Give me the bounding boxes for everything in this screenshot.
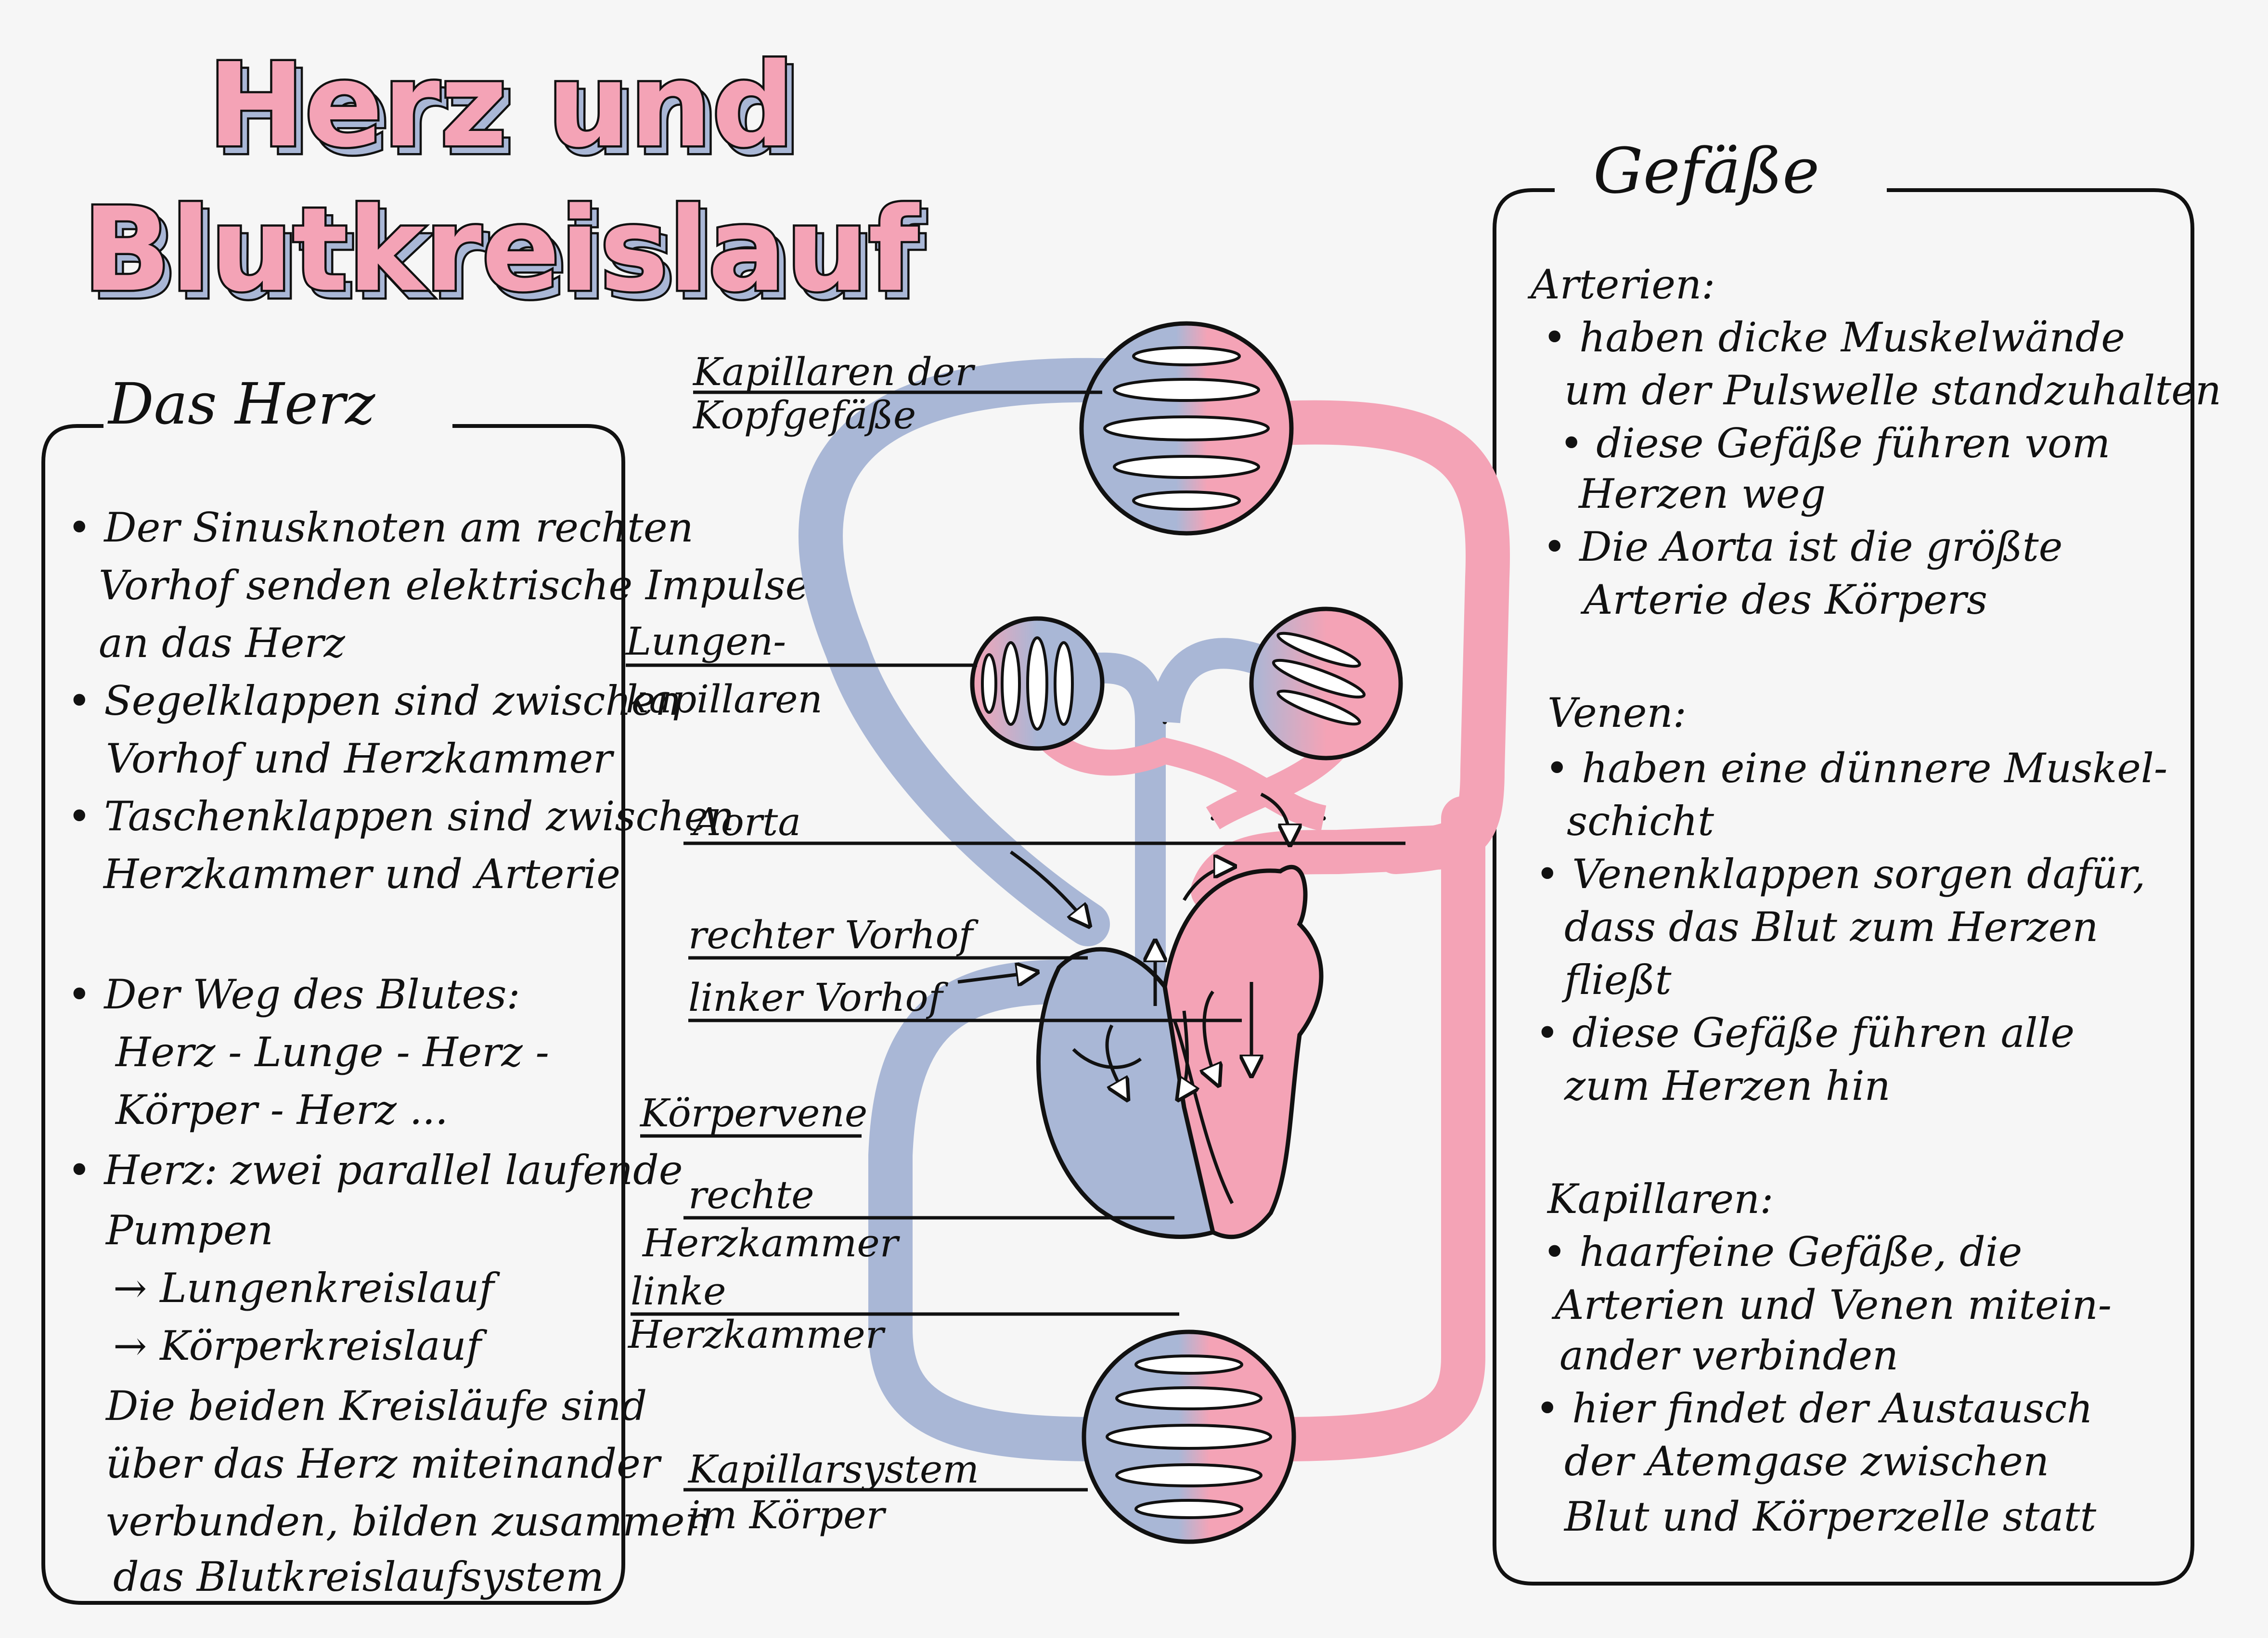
heart-left-side xyxy=(1162,865,1324,1239)
herz-line: Vorhof und Herzkammer xyxy=(106,735,615,782)
gefaesse-line: Arterien: xyxy=(1527,261,1715,308)
body-capillaries xyxy=(1082,1329,1296,1544)
gefaesse-line: Blut und Körperzelle statt xyxy=(1563,1493,2096,1540)
label-leaders xyxy=(626,390,1405,1492)
gefaesse-line: • haben eine dünnere Muskel- xyxy=(1545,745,2167,792)
label-koerpervene: Körpervene xyxy=(639,1091,867,1135)
label-kapillaren-kopf: Kapillaren der xyxy=(692,349,976,394)
herz-line: → Körperkreislauf xyxy=(113,1322,488,1369)
page-title: Herz und Herz und Blutkreislauf Blutkrei… xyxy=(81,36,929,327)
gefaesse-line: Kapillaren: xyxy=(1546,1175,1774,1223)
pulmonary-vessels xyxy=(1023,638,1359,994)
gefaesse-panel-frame xyxy=(1493,188,2194,1586)
gefaesse-panel-text: Arterien: • haben dicke Muskelwände um d… xyxy=(1527,261,2221,1540)
herz-panel-text: • Der Sinusknoten am rechten Vorhof send… xyxy=(67,504,809,1600)
gefaesse-panel: Gefäße Arterien: • haben dicke Muskelwän… xyxy=(1493,134,2221,1586)
lung-capillaries-right xyxy=(1249,606,1403,761)
gefaesse-line: dass das Blut zum Herzen xyxy=(1564,903,2098,951)
label-kapillarsystem: Kapillarsystem xyxy=(687,1447,979,1492)
gefaesse-line: • Die Aorta ist die größte xyxy=(1543,523,2062,570)
herz-line: • Taschenklappen sind zwischen xyxy=(67,793,734,840)
label-aorta: Aorta xyxy=(690,800,801,844)
gefaesse-line: ander verbinden xyxy=(1559,1332,1898,1379)
herz-line: Vorhof senden elektrische Impulse xyxy=(99,562,809,609)
gefaesse-line: Herzen weg xyxy=(1578,470,1826,517)
vein-loop xyxy=(799,358,1124,1461)
head-capillaries xyxy=(1079,321,1294,536)
herz-line: • Herz: zwei parallel laufende xyxy=(67,1147,683,1194)
herz-line: Die beiden Kreisläufe sind xyxy=(105,1382,647,1430)
label-lungenkapillaren: kapillaren xyxy=(626,677,823,722)
label-linke-herzkammer: linke xyxy=(631,1269,726,1314)
title-line1-shadow: Herz und xyxy=(215,46,801,181)
label-kapillarsystem: im Körper xyxy=(688,1493,887,1537)
herz-line: → Lungenkreislauf xyxy=(113,1264,500,1312)
gefaesse-line: Venen: xyxy=(1547,689,1687,736)
herz-line: Körper - Herz ... xyxy=(115,1086,448,1134)
title-line1: Herz und xyxy=(208,38,795,173)
gefaesse-line: • hier findet der Austausch xyxy=(1535,1385,2093,1432)
gefaesse-panel-heading: Gefäße xyxy=(1593,134,1819,207)
label-linker-vorhof: linker Vorhof xyxy=(688,975,949,1020)
gefaesse-line: • Venenklappen sorgen dafür, xyxy=(1535,851,2146,898)
herz-line: an das Herz xyxy=(99,619,346,667)
herz-line: verbunden, bilden zusammen xyxy=(106,1498,711,1545)
gefaesse-line: Arterien und Venen mitein- xyxy=(1551,1281,2112,1328)
gefaesse-line: • diese Gefäße führen alle xyxy=(1535,1009,2075,1057)
label-rechter-vorhof: rechter Vorhof xyxy=(688,913,979,957)
gefaesse-line: zum Herzen hin xyxy=(1564,1062,1891,1109)
gefaesse-line: der Atemgase zwischen xyxy=(1564,1438,2049,1485)
herz-line: Herzkammer und Arterie xyxy=(103,851,620,898)
herz-line: Pumpen xyxy=(105,1207,273,1254)
title-line2-shadow: Blutkreislauf xyxy=(90,190,927,325)
herz-line: • Der Sinusknoten am rechten xyxy=(67,504,694,551)
herz-panel: Das Herz • Der Sinusknoten am rechten Vo… xyxy=(41,371,809,1605)
herz-line: • Segelklappen sind zwischen xyxy=(67,677,681,724)
label-lungenkapillaren: Lungen- xyxy=(625,619,786,664)
label-kapillaren-kopf: Kopfgefäße xyxy=(692,393,916,438)
herz-line: über das Herz miteinander xyxy=(106,1440,662,1487)
herz-panel-heading: Das Herz xyxy=(107,371,375,437)
herz-line: das Blutkreislaufsystem xyxy=(113,1553,604,1600)
herz-line: • Der Weg des Blutes: xyxy=(67,971,520,1018)
lung-capillaries-left xyxy=(970,616,1105,751)
diagram-labels: Kapillaren der Kopfgefäße Lungen- kapill… xyxy=(625,349,979,1537)
gefaesse-line: um der Pulswelle standzuhalten xyxy=(1564,367,2221,414)
title-line2: Blutkreislauf xyxy=(83,182,920,317)
herz-panel-frame xyxy=(41,424,625,1605)
gefaesse-line: • haarfeine Gefäße, die xyxy=(1543,1228,2022,1276)
gefaesse-line: schicht xyxy=(1567,798,1714,845)
gefaesse-line: Arterie des Körpers xyxy=(1580,576,1987,623)
gefaesse-line: • haben dicke Muskelwände xyxy=(1543,314,2125,361)
herz-line: Herz - Lunge - Herz - xyxy=(115,1029,549,1076)
label-rechte-herzkammer: rechte xyxy=(688,1173,814,1217)
label-rechte-herzkammer: Herzkammer xyxy=(642,1221,901,1265)
gefaesse-line: fließt xyxy=(1561,956,1672,1004)
artery-loop xyxy=(1191,400,1510,1461)
gefaesse-line: • diese Gefäße führen vom xyxy=(1559,420,2110,467)
circulation-diagram: Kapillaren der Kopfgefäße Lungen- kapill… xyxy=(625,321,1510,1544)
label-linke-herzkammer: Herzkammer xyxy=(627,1312,886,1357)
